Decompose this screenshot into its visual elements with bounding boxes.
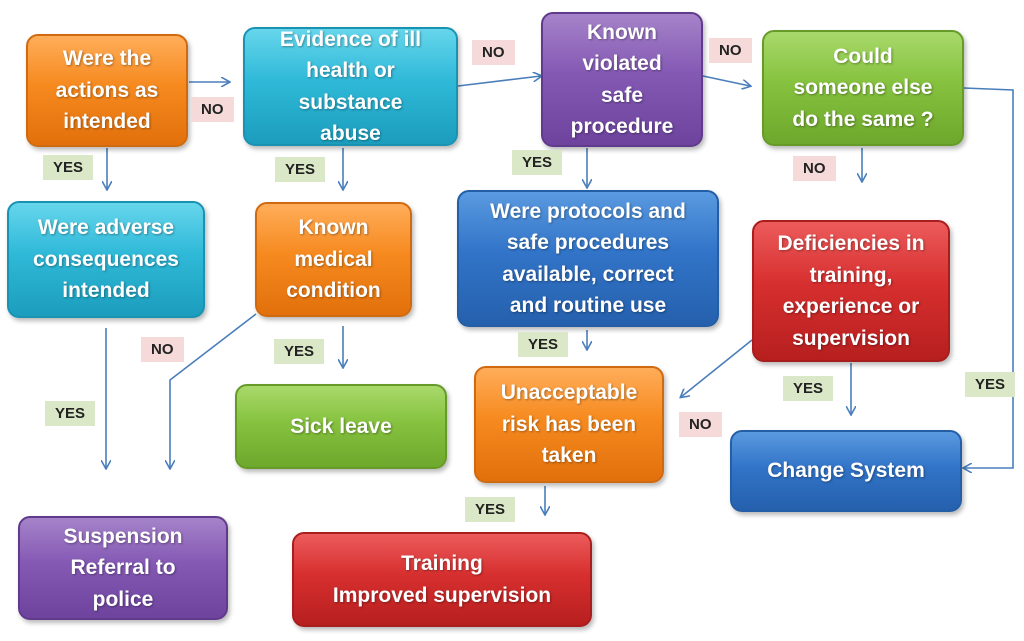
label-yes-intended: YES [43,155,94,180]
label-no-ill-health: NO [472,40,515,65]
arrow-deficiencies-to-unacceptable [681,339,753,397]
arrow-someone-else-to-change-system [964,87,1014,468]
node-deficiencies: Deficiencies in training, experience or … [752,220,950,362]
node-protocols: Were protocols and safe procedures avail… [457,190,719,327]
node-training: Training Improved supervision [292,532,592,627]
label-no-medical: NO [141,337,184,362]
node-medical-condition: Known medical condition [255,202,412,317]
node-suspension: Suspension Referral to police [18,516,228,620]
arrow-violated-to-someone-else [702,75,750,86]
label-yes-ill-health: YES [275,157,326,182]
arrow-medical-to-suspension [170,313,257,468]
label-no-intended: NO [191,97,234,122]
label-no-deficiencies: NO [679,412,722,437]
label-yes-violated: YES [512,150,563,175]
label-yes-medical: YES [274,339,325,364]
label-yes-protocols: YES [518,332,569,357]
node-someone-else: Could someone else do the same ? [762,30,964,146]
label-no-violated: NO [709,38,752,63]
node-sick-leave: Sick leave [235,384,447,469]
node-ill-health: Evidence of ill health or substance abus… [243,27,458,146]
label-yes-someone-else: YES [965,372,1016,397]
node-violated-procedure: Known violated safe procedure [541,12,703,147]
node-unacceptable-risk: Unacceptable risk has been taken [474,366,664,483]
label-yes-deficiencies: YES [783,376,834,401]
label-yes-unacceptable: YES [465,497,516,522]
node-change-system: Change System [730,430,962,512]
label-yes-adverse: YES [45,401,96,426]
node-actions-intended: Were the actions as intended [26,34,188,147]
node-adverse-consequences: Were adverse consequences intended [7,201,205,318]
arrow-ill-health-to-violated [457,76,541,87]
label-no-someone-else: NO [793,156,836,181]
